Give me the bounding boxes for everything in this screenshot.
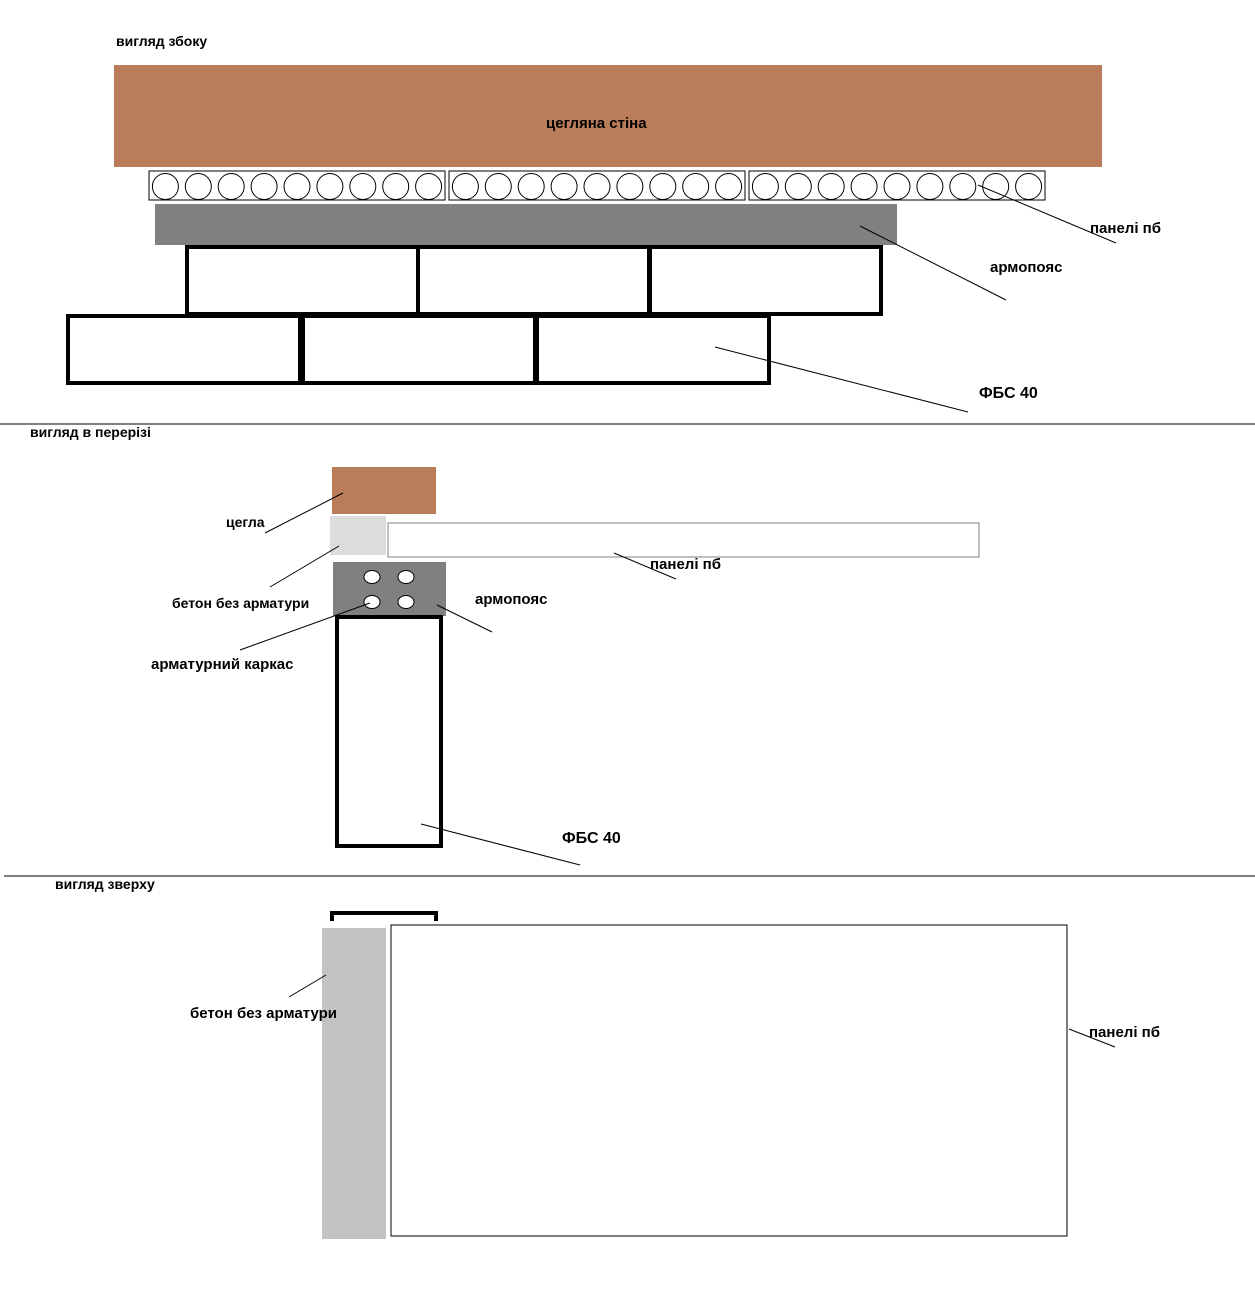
brick-wall-label: цегляна стіна [546,115,647,132]
panel-void [217,173,245,200]
leader-line [239,602,371,651]
panel-void [751,173,779,200]
panel-void [784,173,812,200]
panel-void [1015,173,1043,200]
hollow-core-panels [148,170,1046,201]
panel-void [715,173,743,200]
leader-line [420,823,581,866]
leader-line [264,492,344,534]
hollow-core-panel [387,522,980,558]
hollow-core-panel [748,170,1046,201]
rebar [363,595,381,609]
armopoyas-beam [155,204,897,245]
armopoyas-label: армопояс [990,259,1063,276]
panel-void [250,173,278,200]
section-view-title: вигляд в перерізі [30,424,151,440]
rebar [397,595,415,609]
panel-void [349,173,377,200]
panel-void [517,173,545,200]
panel-void [484,173,512,200]
panel-void [184,173,212,200]
panel-void [682,173,710,200]
panel-void [583,173,611,200]
panel-void [817,173,845,200]
brick-wall [114,65,1102,167]
panel-void [949,173,977,200]
side-view: вигляд збоку цегляна стіна панелі пб арм… [66,33,1161,413]
unreinforced-concrete [322,928,386,1239]
fbs-block [416,245,651,316]
panel-void [616,173,644,200]
panel-void [649,173,677,200]
hollow-core-panel-area [390,924,1068,1237]
panels-label: панелі пб [650,556,721,573]
leader-line [436,604,493,633]
concrete-label: бетон без арматури [172,595,309,611]
leader-line [977,184,1117,244]
hollow-core-panel [148,170,446,201]
fbs-block [301,314,537,385]
leader-line [269,545,340,588]
fbs-block-edge [330,911,438,921]
top-view-title: вигляд зверху [55,876,155,892]
fbs-block [535,314,771,385]
panels-label: панелі пб [1089,1024,1160,1041]
panel-void [451,173,479,200]
fbs-block [66,314,302,385]
leader-line [859,225,1007,301]
panel-void [283,173,311,200]
panel-void [916,173,944,200]
section-view: вигляд в перерізі цегла бетон без армату… [30,424,980,866]
armopoyas-beam [333,562,446,616]
rebar [363,570,381,584]
top-view: вигляд зверху бетон без арматури панелі … [55,876,1160,1239]
leader-line [613,552,677,580]
brick-label: цегла [226,514,265,530]
fbs-label: ФБС 40 [562,830,621,847]
fbs-block [648,245,883,316]
fbs-block [335,615,443,848]
panel-void [415,173,443,200]
leader-line [714,346,969,413]
hollow-core-panel [448,170,746,201]
leader-line [288,974,327,998]
armopoyas-label: армопояс [475,591,548,608]
rebar-cage [363,570,415,609]
panel-void [316,173,344,200]
fbs-block [185,245,420,316]
fbs-label: ФБС 40 [979,385,1038,402]
side-view-title: вигляд збоку [116,33,207,49]
panel-void [883,173,911,200]
panel-void [550,173,578,200]
panels-label: панелі пб [1090,220,1161,237]
panel-void [382,173,410,200]
rebar-label: арматурний каркас [151,656,293,673]
leader-line [1068,1028,1116,1048]
rebar [397,570,415,584]
brick [332,467,436,514]
concrete-label: бетон без арматури [190,1005,337,1022]
panel-void [850,173,878,200]
unreinforced-concrete [330,516,386,555]
panel-void [151,173,179,200]
